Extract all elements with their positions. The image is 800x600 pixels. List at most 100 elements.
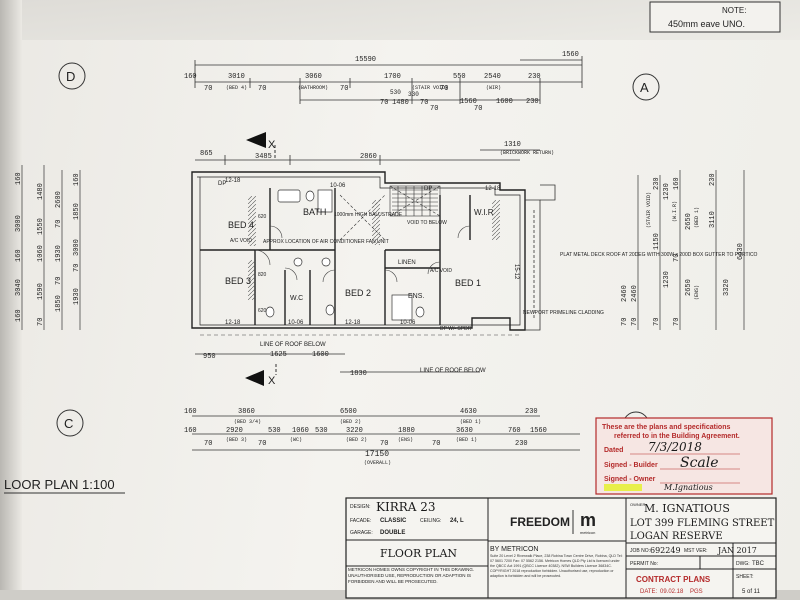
svg-text:SHEET:: SHEET: xyxy=(736,574,754,580)
svg-text:1230: 1230 xyxy=(663,271,671,288)
svg-text:(WIR): (WIR) xyxy=(486,85,501,91)
svg-text:KIRRA 23: KIRRA 23 xyxy=(376,500,436,514)
svg-text:CONTRACT PLANS: CONTRACT PLANS xyxy=(636,575,711,584)
svg-text:1600: 1600 xyxy=(496,98,513,106)
mid-dimensions: 950 1625 1600 1830 xyxy=(195,351,480,378)
svg-text:70: 70 xyxy=(55,220,63,228)
svg-text:2600: 2600 xyxy=(55,191,63,208)
svg-text:160: 160 xyxy=(673,177,681,190)
svg-text:APPROX LOCATION OF AIR CONDITI: APPROX LOCATION OF AIR CONDITIONER FAN U… xyxy=(263,239,389,245)
svg-text:NEWPORT PRIMELINE CLADDING: NEWPORT PRIMELINE CLADDING xyxy=(523,310,604,316)
svg-text:230: 230 xyxy=(525,408,538,416)
svg-text:70: 70 xyxy=(673,318,681,326)
svg-text:VOID TO BELOW: VOID TO BELOW xyxy=(407,220,447,226)
svg-text:70: 70 xyxy=(258,440,266,448)
svg-text:70: 70 xyxy=(430,105,438,113)
svg-text:70: 70 xyxy=(37,318,45,326)
svg-text:70: 70 xyxy=(258,85,266,93)
svg-text:(OVERALL): (OVERALL) xyxy=(364,460,391,466)
svg-text:70: 70 xyxy=(340,85,348,93)
portico xyxy=(525,184,556,331)
svg-text:3485: 3485 xyxy=(255,153,272,161)
svg-text:LINE OF ROOF BELOW: LINE OF ROOF BELOW xyxy=(260,342,326,348)
svg-text:17150: 17150 xyxy=(365,450,389,459)
svg-text:M.Ignatious: M.Ignatious xyxy=(663,483,713,492)
grid-marker-a: A xyxy=(632,73,660,101)
svg-text:C: C xyxy=(64,416,73,431)
svg-text:10-06: 10-06 xyxy=(330,183,346,189)
plan-annotations: PLAT METAL DECK ROOF AT 20DEG WITH 300W … xyxy=(200,252,758,374)
svg-text:W.C: W.C xyxy=(290,295,303,302)
metricon-address: Suite 20 Level 2 Riverwalk Place, 238 Ro… xyxy=(490,554,623,578)
grid-marker-c: C xyxy=(56,409,84,437)
svg-text:70: 70 xyxy=(420,99,428,107)
section-mark-bottom: X xyxy=(245,364,277,387)
svg-text:(BATHROOM): (BATHROOM) xyxy=(298,85,328,91)
room-labels: BED 4 BATH BED 3 W.C BED 2 ENS. BED 1 W.… xyxy=(218,178,519,326)
svg-text:X: X xyxy=(268,375,276,387)
svg-text:DESIGN:: DESIGN: xyxy=(350,504,371,510)
svg-text:3110: 3110 xyxy=(709,211,717,228)
svg-text:2540: 2540 xyxy=(484,73,501,81)
building-walls xyxy=(191,171,526,331)
svg-text:15-12: 15-12 xyxy=(513,264,519,280)
svg-text:LOT 399 FLEMING STREET: LOT 399 FLEMING STREET xyxy=(630,518,775,529)
svg-text:Signed - Owner: Signed - Owner xyxy=(604,476,656,483)
svg-text:760: 760 xyxy=(508,427,521,435)
copyright-note: METRICON HOMES OWNS COPYRIGHT IN THIS DR… xyxy=(348,567,475,584)
svg-text:JAN 2017: JAN 2017 xyxy=(717,546,757,555)
svg-text:(BED 1): (BED 1) xyxy=(694,207,700,228)
svg-text:A/C VOID: A/C VOID xyxy=(230,238,252,244)
svg-text:(STAIR VOID): (STAIR VOID) xyxy=(646,192,652,228)
svg-text:OWNER:: OWNER: xyxy=(630,502,646,507)
svg-text:PGS: PGS xyxy=(690,589,703,595)
svg-text:DOUBLE: DOUBLE xyxy=(380,530,405,536)
svg-text:70: 70 xyxy=(55,277,63,285)
svg-text:m: m xyxy=(580,510,596,530)
svg-text:7/3/2018: 7/3/2018 xyxy=(648,440,702,454)
svg-text:3060: 3060 xyxy=(305,73,322,81)
svg-text:1310: 1310 xyxy=(504,141,521,149)
svg-text:(BED 3): (BED 3) xyxy=(226,437,247,443)
svg-text:3320: 3320 xyxy=(723,279,731,296)
svg-text:12-18: 12-18 xyxy=(345,320,361,326)
svg-text:1480: 1480 xyxy=(392,99,409,107)
svg-text:(BRICKWORK RETURN): (BRICKWORK RETURN) xyxy=(500,150,554,156)
svg-text:metricon: metricon xyxy=(580,530,595,535)
svg-text:1550: 1550 xyxy=(37,218,45,235)
svg-text:GARAGE:: GARAGE: xyxy=(350,530,373,536)
svg-text:TBC: TBC xyxy=(752,561,765,567)
svg-text:230: 230 xyxy=(528,73,541,81)
svg-text:3220: 3220 xyxy=(346,427,363,435)
svg-text:70: 70 xyxy=(380,99,388,107)
svg-text:160: 160 xyxy=(73,173,81,186)
svg-text:FACADE:: FACADE: xyxy=(350,518,371,524)
svg-text:530: 530 xyxy=(390,89,401,96)
svg-text:(BED 1): (BED 1) xyxy=(456,437,477,443)
title-block: DESIGN: KIRRA 23 FACADE: CLASSIC CEILING… xyxy=(345,497,777,599)
svg-text:FREEDOM: FREEDOM xyxy=(510,515,570,529)
svg-text:1560: 1560 xyxy=(562,51,579,59)
svg-text:(BED 3/4): (BED 3/4) xyxy=(234,419,261,425)
svg-text:1590: 1590 xyxy=(37,283,45,300)
svg-text:530: 530 xyxy=(268,427,281,435)
fixtures xyxy=(265,189,425,321)
svg-text:1700: 1700 xyxy=(384,73,401,81)
robe-hatching xyxy=(248,196,500,300)
svg-text:950: 950 xyxy=(203,353,216,361)
svg-text:4630: 4630 xyxy=(460,408,477,416)
note-box: NOTE: 450mm eave UNO. xyxy=(649,1,781,33)
svg-text:1060: 1060 xyxy=(292,427,309,435)
svg-text:(ENS): (ENS) xyxy=(398,437,413,443)
svg-text:BED 3: BED 3 xyxy=(225,276,251,286)
svg-text:3000: 3000 xyxy=(15,215,23,232)
svg-text:160: 160 xyxy=(15,172,23,185)
left-dimension-text: 160 3000 160 3040 160 1480 1550 1060 159… xyxy=(15,172,81,326)
left-dimensions xyxy=(21,165,81,330)
stair-void xyxy=(389,185,441,217)
door-swings xyxy=(254,225,471,283)
svg-text:BED 2: BED 2 xyxy=(345,288,371,298)
svg-text:530: 530 xyxy=(315,427,328,435)
svg-text:160: 160 xyxy=(184,408,197,416)
svg-text:W.I.R: W.I.R xyxy=(474,208,494,217)
